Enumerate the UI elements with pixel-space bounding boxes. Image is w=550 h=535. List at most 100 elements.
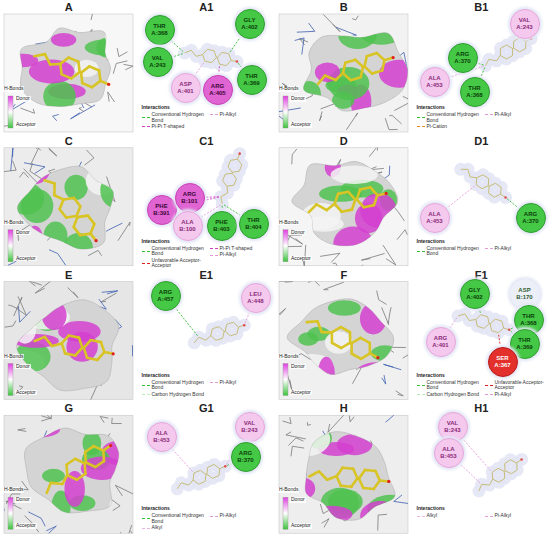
panel-letter: E1	[200, 269, 213, 281]
ligand-stick	[357, 199, 364, 207]
protein-stick	[279, 282, 293, 283]
surface-patch	[358, 362, 404, 379]
residue-circle: ARG B:101	[175, 183, 205, 213]
protein-stick	[394, 495, 408, 505]
protein-stick	[5, 321, 16, 328]
ligand-stick	[74, 198, 81, 206]
ligand-bond	[495, 319, 502, 321]
hbond-color-bar	[8, 497, 13, 529]
ligand-bond	[519, 48, 525, 51]
scale-end-label: Donor	[290, 230, 306, 236]
oxygen-atom	[520, 458, 523, 461]
ligand-stick	[332, 327, 341, 332]
ligand-bond	[484, 324, 489, 329]
ligand-stick	[357, 189, 360, 199]
surface-patch	[28, 296, 57, 312]
atom-halo	[479, 59, 492, 72]
interaction-line	[479, 309, 480, 312]
protein-stick	[279, 108, 301, 120]
ligand-bond	[498, 468, 504, 471]
residue-circle: VAL B:243	[235, 412, 265, 442]
legend-text: Unfavorable Acceptor-Acceptor	[495, 380, 547, 391]
residue-circle: THR A:368	[460, 77, 490, 107]
protein-stick	[130, 531, 133, 533]
protein-stick	[377, 291, 387, 305]
atom-halo	[452, 310, 465, 323]
surface-patch	[51, 33, 76, 47]
legend-title: Interactions	[417, 506, 445, 512]
protein-stick	[324, 282, 344, 290]
legend-swatch	[142, 263, 150, 264]
residue-circle: VAL A:243	[510, 9, 540, 39]
ligand-stick	[77, 206, 81, 216]
protein-stick	[35, 282, 56, 294]
panel-letter: C	[65, 135, 73, 147]
ligand-bond	[506, 56, 512, 59]
ligand-stick	[67, 475, 76, 480]
legend-column: Pi-Alkyl	[485, 513, 547, 519]
interaction-line	[447, 186, 474, 207]
interaction-line	[218, 66, 220, 73]
surface-patch	[331, 165, 378, 184]
legend-column: Pi-Alkyl	[210, 112, 272, 118]
legend-column: Pi-Alkyl	[210, 380, 272, 386]
scale-title: H-Bonds	[3, 487, 24, 493]
protein-stick	[336, 27, 356, 35]
ligand-stick	[83, 463, 86, 473]
ligand-bond	[227, 322, 234, 324]
ligand-stick	[359, 478, 363, 488]
ligand-bond	[482, 484, 490, 486]
ligand-bond	[194, 337, 199, 343]
atom-halo	[472, 485, 485, 498]
legend-item: Pi-Alkyl	[210, 252, 272, 258]
protein-stick	[68, 287, 79, 297]
ligand-stick	[69, 58, 79, 62]
panel-letter: D	[340, 135, 348, 147]
surface-patch	[29, 60, 75, 84]
legend-text: Pi-Alkyl	[495, 246, 512, 252]
legend-text: Conventional Hydrogen Bond	[427, 380, 483, 391]
legend-text: Pi-Alkyl	[495, 392, 512, 398]
protein-stick	[355, 265, 377, 266]
legend-column: Conventional Hydrogen BondUnfavorable Ac…	[142, 246, 208, 269]
image-frame	[279, 148, 408, 266]
oxygen-atom	[238, 152, 241, 155]
oxygen-atom	[107, 83, 110, 86]
image-frame	[4, 415, 133, 533]
ligand-bond	[194, 470, 200, 473]
ligand-stick	[332, 343, 341, 348]
legend-title: Interactions	[417, 239, 445, 245]
residue-circle: GLY A:402	[460, 279, 490, 309]
ligand-stick	[368, 343, 371, 353]
atom-halo	[188, 336, 201, 349]
panel-letter: D1	[474, 135, 488, 147]
ligand-stick	[63, 198, 73, 200]
ligand-bond	[469, 319, 476, 320]
legend-item: Pi-Pi T-shaped	[210, 246, 272, 252]
ligand-stick	[351, 478, 357, 487]
ligand-stick	[84, 348, 87, 358]
protein-stick	[88, 250, 101, 255]
hbond-color-bar	[283, 96, 288, 128]
ligand-stick	[82, 83, 92, 87]
ligand-stick	[355, 60, 363, 67]
ligand-bond	[492, 468, 498, 472]
protein-stick	[102, 291, 118, 294]
ligand-bond	[513, 41, 514, 48]
ligand-stick	[62, 475, 67, 484]
ligand-bond	[494, 194, 500, 197]
ligand-stick	[330, 332, 333, 342]
ligand-stick	[382, 60, 384, 70]
interaction-line	[481, 68, 485, 77]
residue-label: ARG A:370	[520, 211, 542, 225]
surface-patch	[367, 495, 408, 525]
interaction-line	[195, 63, 204, 75]
legend-swatch	[142, 528, 150, 529]
legend-swatch	[142, 385, 150, 386]
protein-stick	[369, 148, 378, 157]
ligand-bond	[477, 326, 484, 328]
ligand-bond	[214, 51, 216, 58]
legend-item: Conventional Hydrogen Bond	[142, 380, 208, 391]
legend-column: Pi-Alkyl	[485, 112, 547, 118]
ligand-stick	[309, 204, 317, 212]
